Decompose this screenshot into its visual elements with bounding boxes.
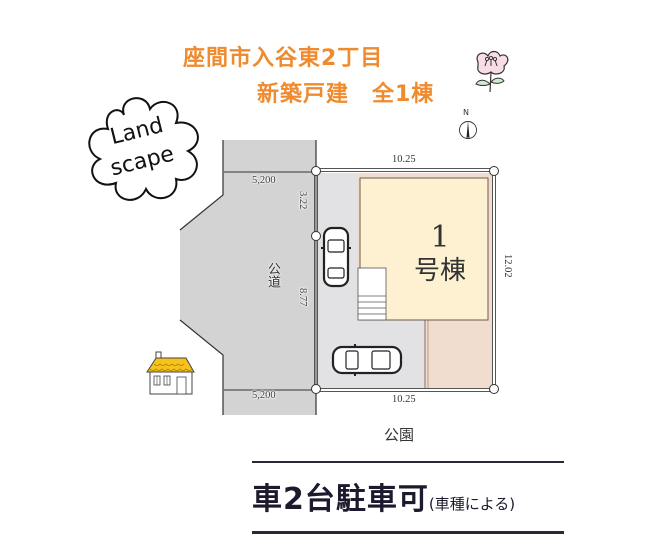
road-width-top: 5,200: [252, 175, 276, 186]
lot-width-bottom: 10.25: [392, 394, 416, 405]
parking-note-main: 車2台駐車可: [252, 482, 429, 517]
parking-note-sub: (車種による): [428, 495, 516, 513]
road-width-bottom: 5,200: [252, 390, 276, 401]
divider-top: [252, 461, 564, 463]
title-address: 座間市入谷東2丁目: [183, 46, 384, 71]
flower-icon: [475, 50, 509, 93]
compass-north-label: N: [463, 108, 469, 117]
road-label: 公道: [265, 262, 280, 288]
lot-width-top: 10.25: [392, 154, 416, 165]
cloud-badge-icon: [88, 97, 199, 201]
car-icon: [331, 344, 403, 376]
north-arrow-icon: [459, 121, 477, 139]
lot-depth-right: 12.02: [502, 254, 513, 278]
car-icon: [321, 226, 351, 288]
house-icon: [146, 351, 195, 395]
frontage-segment-1: 3.22: [297, 191, 308, 210]
public-road: [180, 140, 316, 415]
title-subtitle: 新築戸建 全1棟: [257, 82, 435, 107]
building-label: 号棟: [413, 256, 466, 286]
frontage-segment-2: 8.77: [297, 288, 308, 307]
building-number: 1: [430, 220, 450, 255]
divider-bottom: [252, 531, 564, 534]
landscape-logo: Land scape: [76, 93, 212, 209]
parking-note: 車2台駐車可(車種による): [252, 474, 515, 518]
south-neighbor-label: 公園: [384, 426, 415, 444]
